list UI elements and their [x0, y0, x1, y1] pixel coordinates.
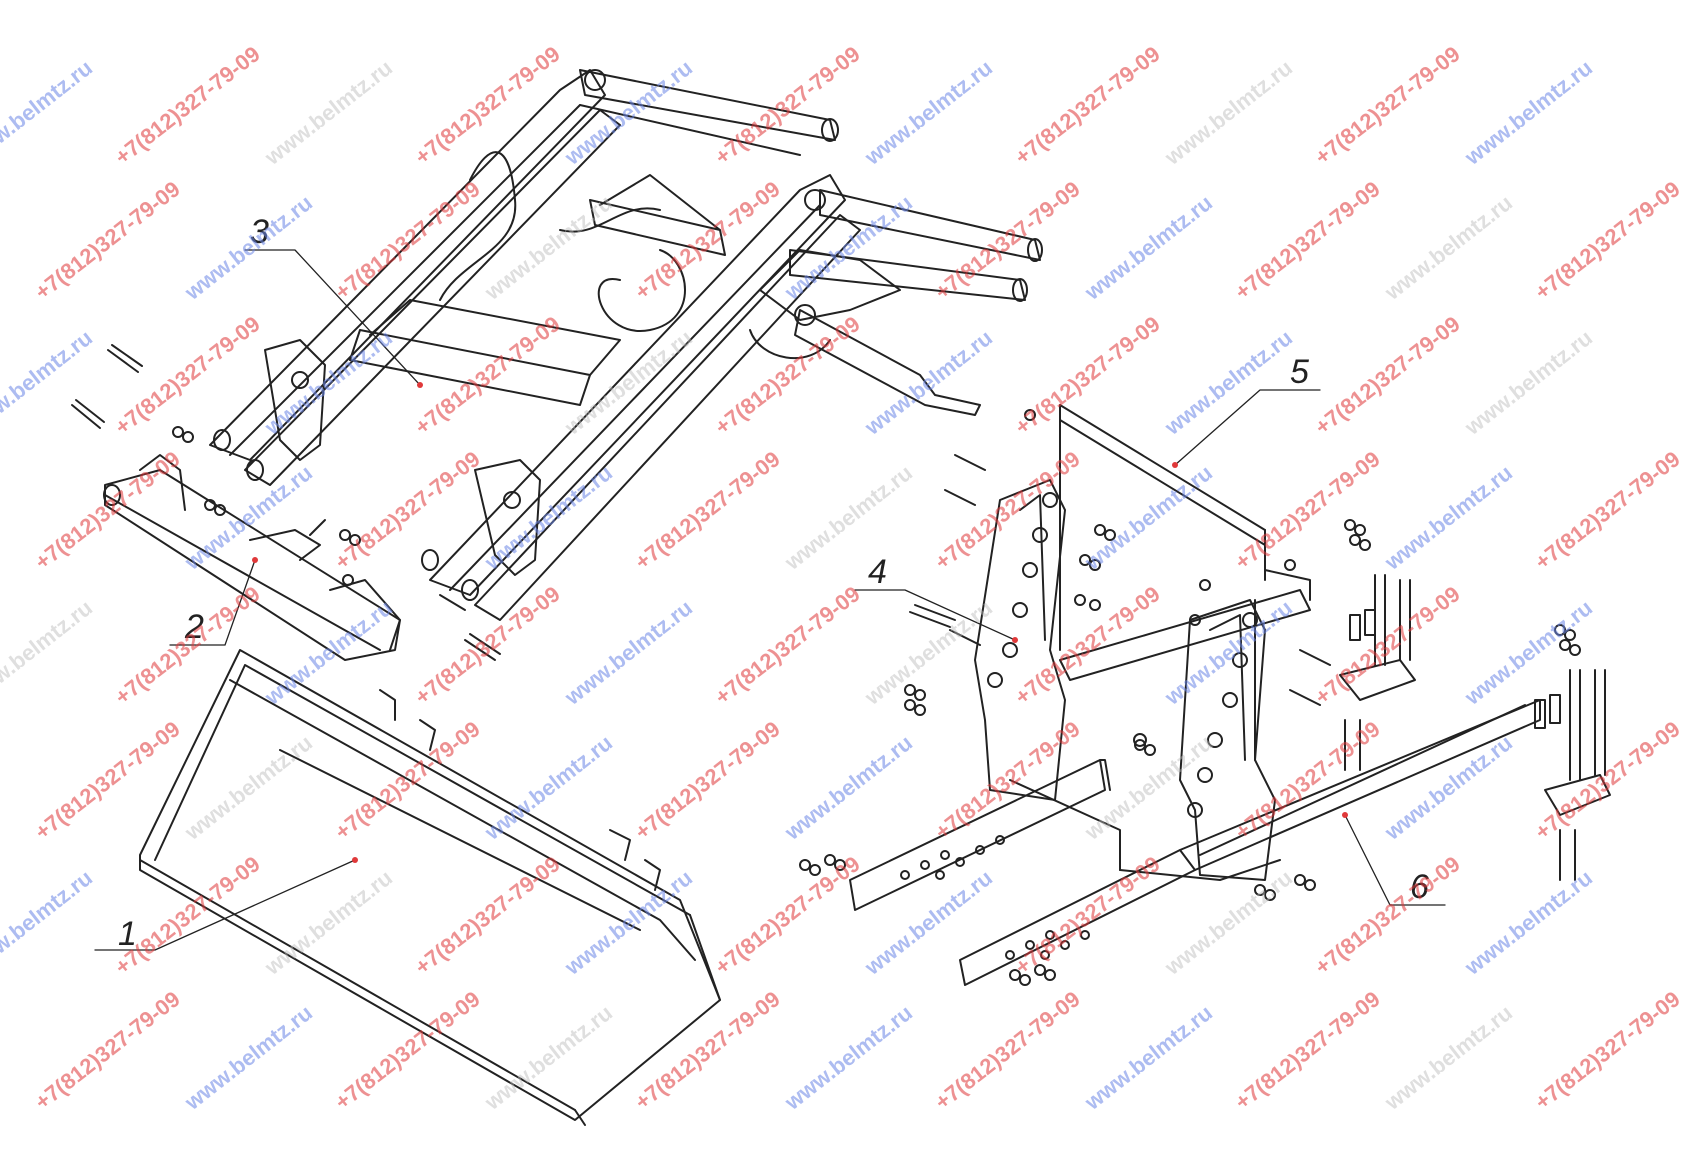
callout-6: 6	[1410, 868, 1429, 906]
part-5-bar	[1024, 404, 1296, 581]
part-2-attach-beam	[71, 344, 501, 661]
callout-5: 5	[1290, 353, 1309, 391]
part-4-mount-brackets	[909, 454, 1331, 881]
callout-1: 1	[118, 915, 137, 953]
callout-3: 3	[250, 213, 269, 251]
part-1-bucket	[139, 649, 721, 1126]
callout-4: 4	[868, 553, 887, 591]
part-3-loader-frame	[209, 69, 1043, 621]
part-6-subframe	[799, 519, 1611, 986]
callout-2: 2	[184, 608, 204, 646]
leader-lines	[94, 249, 1446, 951]
leader-dots	[252, 382, 1348, 863]
